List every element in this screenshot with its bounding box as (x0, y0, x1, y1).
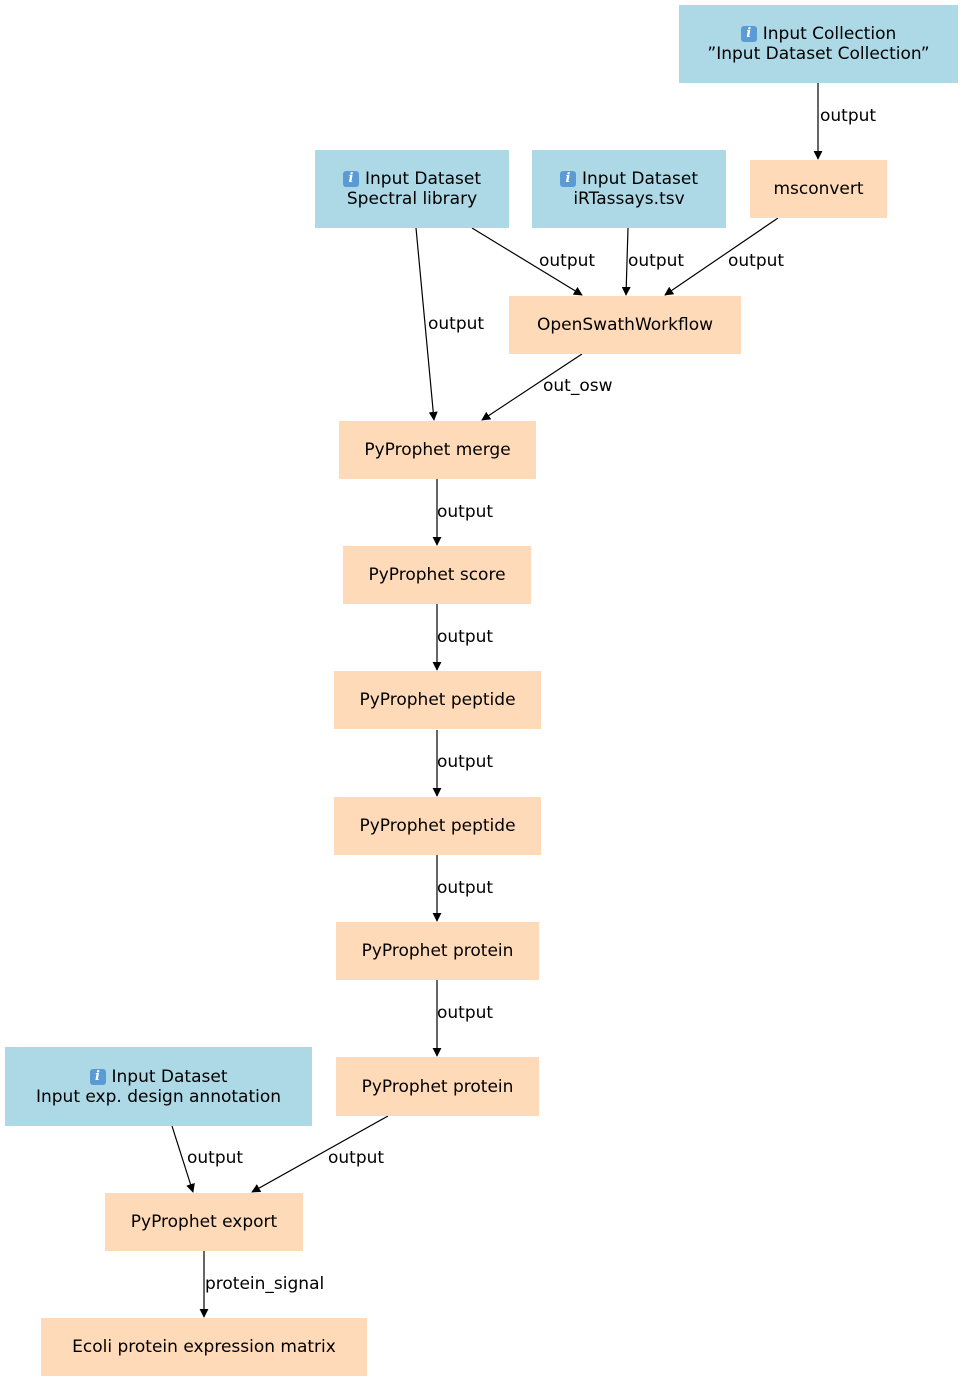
exp-design-annotation-node[interactable]: i Input Dataset Input exp. design annota… (5, 1047, 312, 1126)
node-name: iRTassays.tsv (573, 189, 685, 209)
edge-label-spectral-to-merge: output (428, 314, 484, 334)
pyprophet-score-node[interactable]: PyProphet score (343, 546, 531, 604)
spectral-library-node[interactable]: i Input Dataset Spectral library (315, 150, 509, 228)
node-label: msconvert (773, 179, 864, 199)
edge-label-msconvert-to-openswath: output (728, 251, 784, 271)
edge-label-peptide1-to-peptide2: output (437, 752, 493, 772)
input-collection-node[interactable]: i Input Collection ”Input Dataset Collec… (679, 5, 958, 83)
pyprophet-protein-node[interactable]: PyProphet protein (336, 1057, 539, 1116)
node-kind: Input Dataset (582, 169, 698, 189)
edge-label-irt-to-openswath: output (628, 251, 684, 271)
node-label: PyProphet export (130, 1212, 278, 1232)
node-label: PyProphet peptide (359, 690, 516, 710)
node-label: Ecoli protein expression matrix (72, 1337, 336, 1357)
node-name: Spectral library (346, 189, 478, 209)
edge-spectral-to-merge (415, 227, 438, 421)
edge-openswath-to-merge (481, 353, 583, 421)
edge-label-protein1-to-protein2: output (437, 1003, 493, 1023)
edge-protein2-to-export (251, 1115, 389, 1193)
ecoli-protein-expression-matrix-node[interactable]: Ecoli protein expression matrix (41, 1318, 367, 1376)
pyprophet-merge-node[interactable]: PyProphet merge (339, 421, 536, 479)
node-kind: Input Dataset (365, 169, 481, 189)
node-label: PyProphet protein (361, 941, 514, 961)
edge-label-spectral-to-openswath: output (539, 251, 595, 271)
info-icon: i (740, 26, 757, 42)
edge-label-merge-to-score: output (437, 502, 493, 522)
edge-irt-to-openswath (621, 227, 631, 296)
node-label: PyProphet peptide (359, 816, 516, 836)
node-label: OpenSwathWorkflow (536, 315, 714, 335)
node-name: Input exp. design annotation (35, 1086, 282, 1107)
info-icon: i (89, 1068, 106, 1085)
edge-label-collection-to-msconvert: output (820, 106, 876, 126)
edge-label-protein2-to-export: output (328, 1148, 384, 1168)
irt-assays-node[interactable]: i Input Dataset iRTassays.tsv (532, 150, 726, 228)
node-name: ”Input Dataset Collection” (707, 44, 930, 64)
pyprophet-peptide-node[interactable]: PyProphet peptide (334, 797, 541, 855)
openswath-workflow-node[interactable]: OpenSwathWorkflow (509, 296, 741, 354)
msconvert-node[interactable]: msconvert (750, 160, 887, 218)
node-kind: Input Collection (762, 24, 897, 44)
info-icon: i (343, 171, 359, 187)
edge-label-expdesign-to-export: output (187, 1148, 243, 1168)
pyprophet-protein-node[interactable]: PyProphet protein (336, 922, 539, 980)
edge-label-export-to-matrix: protein_signal (205, 1274, 324, 1294)
edge-label-openswath-to-merge: out_osw (543, 376, 613, 396)
node-kind: Input Dataset (111, 1066, 228, 1087)
pyprophet-export-node[interactable]: PyProphet export (105, 1193, 303, 1251)
edge-expdesign-to-export (171, 1125, 195, 1193)
info-icon: i (560, 171, 576, 187)
node-label: PyProphet protein (361, 1076, 514, 1097)
edge-label-score-to-peptide1: output (437, 627, 493, 647)
pyprophet-peptide-node[interactable]: PyProphet peptide (334, 671, 541, 729)
edge-spectral-to-openswath (471, 227, 583, 296)
node-label: PyProphet merge (364, 440, 511, 460)
node-label: PyProphet score (368, 565, 506, 585)
edge-msconvert-to-openswath (664, 217, 779, 296)
edge-label-peptide2-to-protein1: output (437, 878, 493, 898)
